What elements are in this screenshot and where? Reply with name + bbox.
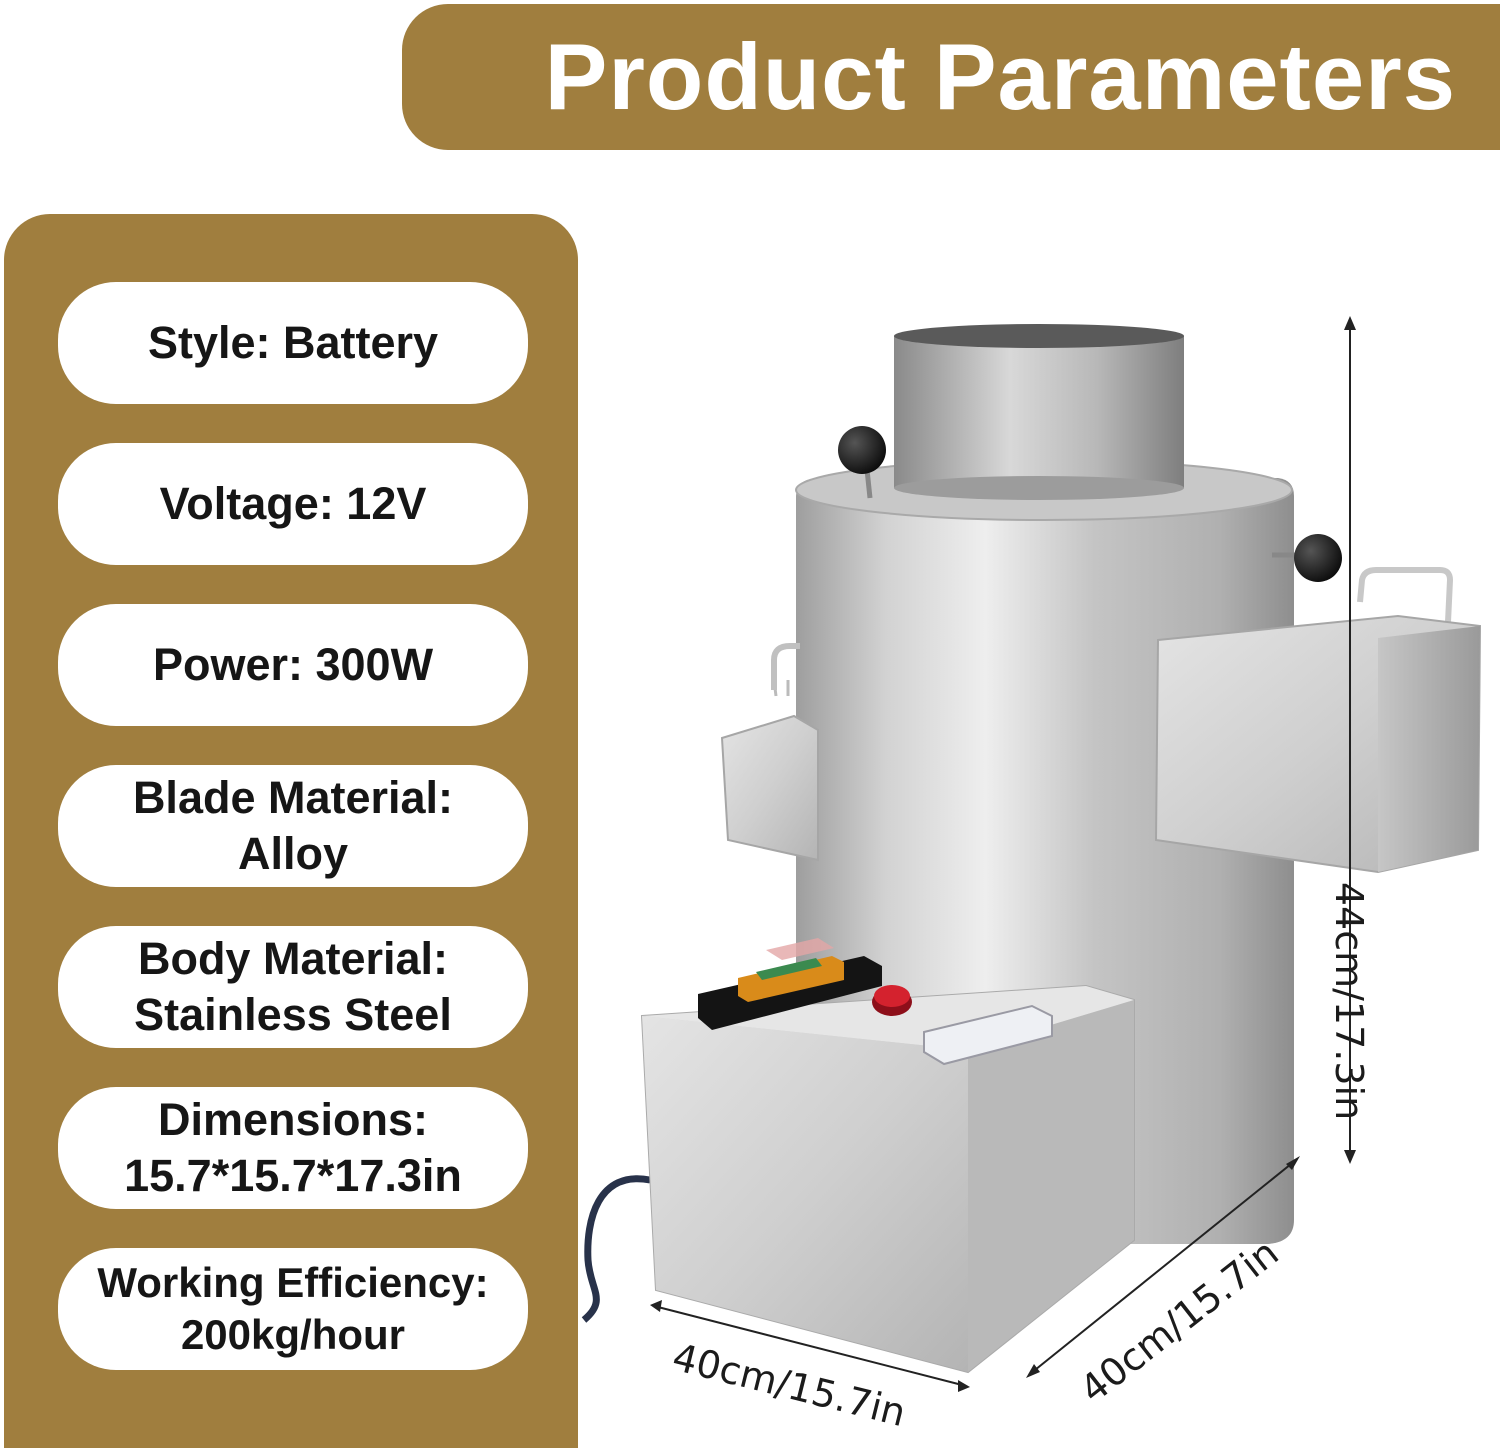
control-box-side	[968, 1000, 1134, 1372]
param-blade-material-text: Blade Material:Alloy	[132, 772, 454, 879]
power-cable	[581, 1175, 651, 1323]
product-illustration: 44cm/17.3in 40cm/15.7in 40cm/15.7in	[578, 160, 1500, 1448]
height-arrow-top	[1344, 316, 1356, 330]
title-banner: Product Parameters	[402, 4, 1500, 150]
left-chute-handle-bar	[771, 643, 800, 690]
width-dimension-line	[653, 1305, 967, 1387]
parameters-panel: Style: Battery Voltage: 12V Power: 300W …	[4, 214, 578, 1448]
power-switch-green	[756, 958, 822, 980]
param-style-text: Style: Battery	[147, 317, 439, 369]
depth-dimension-line	[1029, 1159, 1297, 1375]
hopper-opening	[894, 324, 1184, 348]
param-working-efficiency-text: Working Efficiency:200kg/hour	[97, 1258, 489, 1358]
width-arrow-left	[650, 1300, 662, 1312]
right-chute-handle	[1357, 567, 1454, 623]
param-voltage: Voltage: 12V	[58, 443, 528, 565]
param-dimensions: Dimensions:15.7*15.7*17.3in	[58, 1087, 528, 1209]
param-power: Power: 300W	[58, 604, 528, 726]
machine-image	[581, 316, 1482, 1392]
param-blade-material: Blade Material:Alloy	[58, 765, 528, 887]
right-chute-side	[1378, 626, 1480, 872]
page-title: Product Parameters	[544, 24, 1456, 129]
height-dimension-label: 44cm/17.3in	[1327, 881, 1372, 1121]
knob-right	[1294, 534, 1342, 582]
depth-arrow-bottom	[1026, 1364, 1040, 1378]
param-dimensions-text: Dimensions:15.7*15.7*17.3in	[124, 1094, 462, 1201]
power-switch-cover	[766, 938, 834, 960]
param-body-material-text: Body Material:Stainless Steel	[134, 933, 452, 1040]
param-style: Style: Battery	[58, 282, 528, 404]
power-switch	[738, 956, 844, 1002]
depth-arrow-top	[1286, 1156, 1300, 1170]
knob-left	[838, 426, 886, 474]
top-hopper	[894, 336, 1184, 488]
param-voltage-text: Voltage: 12V	[159, 478, 427, 530]
height-arrow-bottom	[1344, 1150, 1356, 1164]
hopper-base	[894, 476, 1184, 500]
param-body-material: Body Material:Stainless Steel	[58, 926, 528, 1048]
reset-switch	[923, 1004, 1053, 1066]
param-power-text: Power: 300W	[152, 639, 434, 691]
left-chute	[720, 714, 819, 862]
indicator-light-top	[874, 985, 910, 1007]
param-working-efficiency: Working Efficiency:200kg/hour	[58, 1248, 528, 1370]
control-box-front	[642, 1016, 968, 1372]
width-arrow-right	[958, 1380, 970, 1392]
